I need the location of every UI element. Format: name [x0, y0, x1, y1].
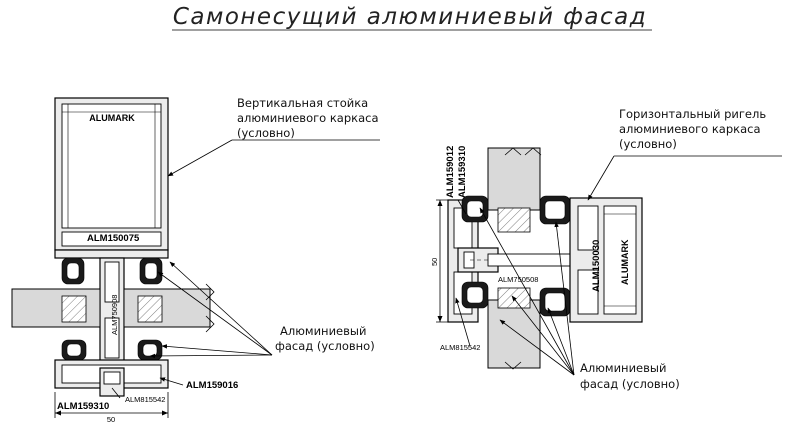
left-facade-label-line-1: Алюминиевый: [280, 324, 366, 338]
glass-left: [11, 288, 101, 328]
top-code-2-label: ALM159310: [457, 146, 468, 198]
transom-code-label: ALM150030: [591, 240, 602, 292]
bottom-small-code-label: ALM815542: [125, 395, 165, 404]
drawing-title: Самонесущий алюминиевый фасад: [173, 4, 647, 30]
left-brand-label: ALUMARK: [89, 113, 135, 123]
transom-label-line-3: (условно): [619, 137, 677, 151]
bottom-left-code-label: ALM159310: [57, 401, 109, 412]
mullion-label-line-2: алюминиевого каркаса: [237, 111, 379, 125]
right-brand-label: ALUMARK: [620, 239, 630, 285]
left-facade-label-line-2: фасад (условно): [275, 339, 375, 353]
center-code-label: ALM750508: [498, 275, 538, 284]
mullion-code-label: ALM150075: [87, 233, 140, 244]
right-bottom-code-label: ALM815542: [440, 343, 480, 352]
transom-label-line-1: Горизонтальный ригель: [619, 107, 766, 121]
glass-top: [487, 147, 541, 211]
right-dimension-label: 50: [430, 258, 439, 266]
left-section: ALUMARK ALM150075 ALM750908: [11, 96, 380, 424]
transom-label-line-2: алюминиевого каркаса: [619, 122, 761, 136]
bottom-right-code-label: ALM159016: [186, 380, 238, 391]
left-dimension-label: 50: [107, 415, 115, 424]
mullion-label-line-3: (условно): [237, 126, 295, 140]
right-section: ALM750508 ALM150030 ALUMARK 50 ALM159012…: [430, 107, 782, 391]
right-facade-label-line-2: фасад (условно): [580, 377, 680, 391]
glass-right: [123, 288, 211, 328]
top-code-1-label: ALM159012: [445, 146, 456, 198]
vertical-code-label: ALM750908: [110, 295, 119, 335]
glass-bottom: [487, 299, 541, 369]
mullion-label-line-1: Вертикальная стойка: [237, 96, 368, 110]
right-facade-label-line-1: Алюминиевый: [580, 361, 666, 375]
